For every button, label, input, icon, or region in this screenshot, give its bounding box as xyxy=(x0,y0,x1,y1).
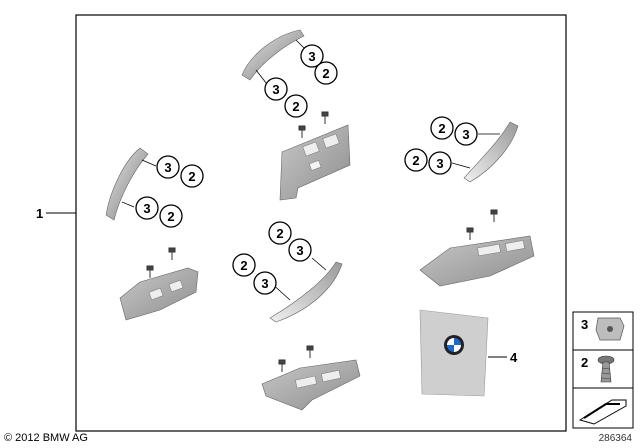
screws-bottom xyxy=(278,345,314,372)
callout-3: 3 xyxy=(261,276,268,291)
screws-top xyxy=(298,111,329,138)
callout-group-right: 2 3 2 3 xyxy=(404,116,478,175)
callout-2: 2 xyxy=(438,121,445,136)
callout-3: 3 xyxy=(164,160,171,175)
callout-1: 1 xyxy=(36,206,43,221)
bmw-logo-icon xyxy=(444,335,464,355)
bracket-right xyxy=(419,235,535,287)
clip-nut-icon xyxy=(595,317,625,341)
callout-3: 3 xyxy=(308,49,315,64)
trim-top xyxy=(241,29,305,81)
trim-left xyxy=(105,147,149,221)
callout-4: 4 xyxy=(510,350,518,365)
screw-icon xyxy=(597,355,615,383)
bracket-top xyxy=(279,124,351,201)
screws-right xyxy=(466,209,498,240)
bracket-bottom xyxy=(261,359,361,411)
trim-center xyxy=(269,261,343,323)
callout-3: 3 xyxy=(143,201,150,216)
callout-2: 2 xyxy=(167,209,174,224)
bracket-left xyxy=(119,267,199,321)
legend-clip-nut: 3 xyxy=(572,311,634,351)
callout-2: 2 xyxy=(412,153,419,168)
legend-direction xyxy=(572,387,634,429)
callout-3: 3 xyxy=(272,82,279,97)
callout-3: 3 xyxy=(436,156,443,171)
callout-2: 2 xyxy=(240,258,247,273)
callout-2: 2 xyxy=(292,99,299,114)
legend-label-3: 3 xyxy=(581,317,588,332)
callout-group-center: 2 3 2 3 xyxy=(232,221,312,295)
callout-group-left: 3 2 3 2 xyxy=(135,155,204,228)
callout-3: 3 xyxy=(296,243,303,258)
callout-3: 3 xyxy=(462,127,469,142)
diagram-frame xyxy=(75,14,567,432)
screws-left xyxy=(146,247,176,278)
reference-number: 286364 xyxy=(598,433,632,444)
legend-screw: 2 xyxy=(572,349,634,389)
direction-arrow-icon xyxy=(578,399,627,425)
kit-card xyxy=(419,309,489,397)
legend-label-2: 2 xyxy=(581,355,588,370)
callout-2: 2 xyxy=(188,169,195,184)
callout-2: 2 xyxy=(322,66,329,81)
copyright-text: © 2012 BMW AG xyxy=(4,432,88,444)
callout-group-top: 3 2 3 2 xyxy=(264,44,338,118)
trim-right xyxy=(463,121,519,183)
callout-2: 2 xyxy=(276,226,283,241)
